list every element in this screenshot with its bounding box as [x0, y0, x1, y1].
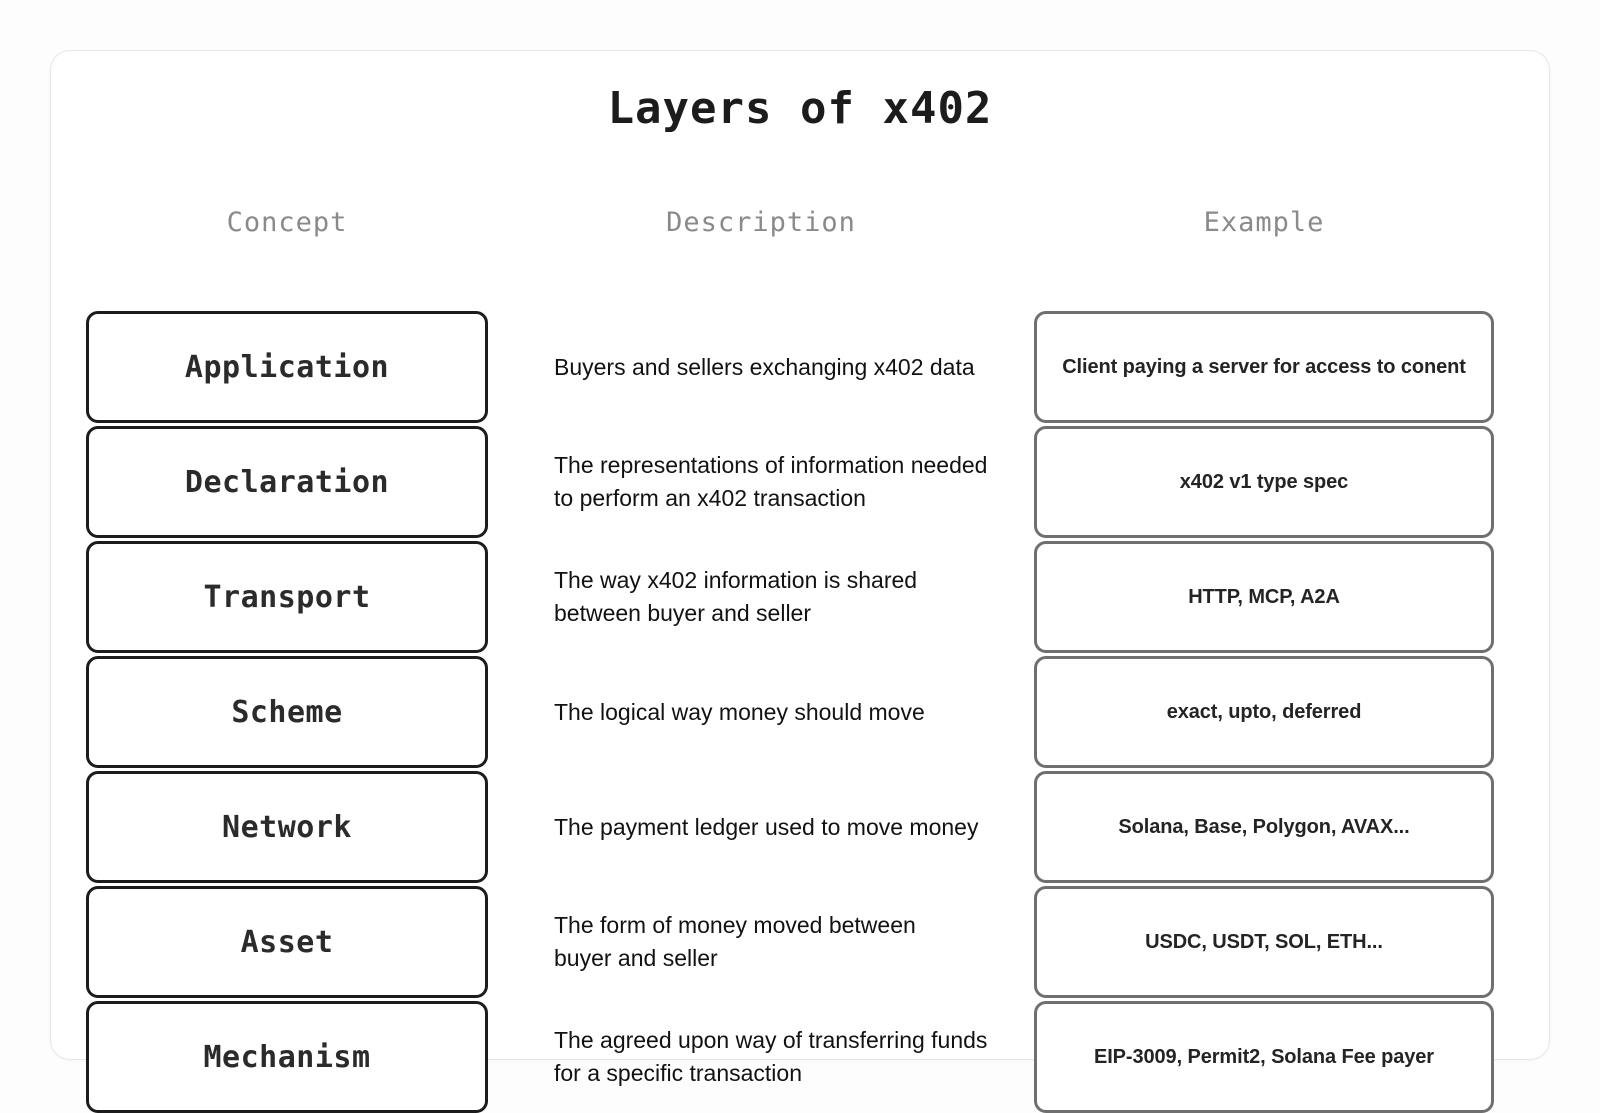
example-text: Client paying a server for access to con… [1062, 355, 1466, 378]
example-text: exact, upto, deferred [1166, 700, 1362, 723]
example-text: HTTP, MCP, A2A [1188, 585, 1340, 608]
example-box-declaration: x402 v1 type spec [1034, 426, 1494, 538]
concept-box-scheme: Scheme [86, 656, 488, 768]
layers-table: Concept Description Example Application … [86, 196, 1494, 1113]
description-cell: The agreed upon way of transferring fund… [488, 1001, 1034, 1113]
example-text: Solana, Base, Polygon, AVAX... [1118, 815, 1410, 838]
example-text: EIP-3009, Permit2, Solana Fee payer [1093, 1045, 1434, 1068]
description-text: The form of money moved between buyer an… [554, 912, 916, 971]
concept-label: Scheme [231, 694, 343, 730]
concept-label: Declaration [184, 464, 390, 500]
concept-label: Mechanism [203, 1039, 371, 1075]
example-box-mechanism: EIP-3009, Permit2, Solana Fee payer [1034, 1001, 1494, 1113]
example-text: x402 v1 type spec [1179, 470, 1349, 493]
page-title: Layers of x402 [607, 83, 993, 134]
diagram-card: Layers of x402 Concept Description Examp… [50, 50, 1550, 1113]
column-header-example: Example [1203, 206, 1325, 238]
concept-box-asset: Asset [86, 886, 488, 998]
example-box-scheme: exact, upto, deferred [1034, 656, 1494, 768]
description-text: The representations of information neede… [554, 452, 988, 511]
concept-label: Transport [203, 579, 371, 615]
description-cell: The form of money moved between buyer an… [488, 886, 1034, 998]
concept-box-declaration: Declaration [86, 426, 488, 538]
concept-box-application: Application [86, 311, 488, 423]
column-header-concept: Concept [226, 206, 348, 238]
example-box-asset: USDC, USDT, SOL, ETH... [1034, 886, 1494, 998]
description-cell: The logical way money should move [488, 656, 1034, 768]
description-cell: The representations of information neede… [488, 426, 1034, 538]
description-text: The way x402 information is shared betwe… [554, 567, 918, 626]
concept-box-transport: Transport [86, 541, 488, 653]
example-box-transport: HTTP, MCP, A2A [1034, 541, 1494, 653]
description-text: The agreed upon way of transferring fund… [554, 1027, 988, 1086]
description-cell: Buyers and sellers exchanging x402 data [488, 311, 1034, 423]
concept-label: Application [184, 349, 390, 385]
concept-label: Asset [240, 924, 334, 960]
example-box-application: Client paying a server for access to con… [1034, 311, 1494, 423]
description-cell: The way x402 information is shared betwe… [488, 541, 1034, 653]
example-box-network: Solana, Base, Polygon, AVAX... [1034, 771, 1494, 883]
concept-box-network: Network [86, 771, 488, 883]
concept-box-mechanism: Mechanism [86, 1001, 488, 1113]
description-cell: The payment ledger used to move money [488, 771, 1034, 883]
example-text: USDC, USDT, SOL, ETH... [1145, 930, 1383, 953]
concept-label: Network [222, 809, 352, 845]
description-text: Buyers and sellers exchanging x402 data [554, 353, 975, 380]
description-text: The payment ledger used to move money [554, 813, 979, 840]
description-text: The logical way money should move [554, 698, 925, 725]
column-header-description: Description [666, 206, 856, 238]
